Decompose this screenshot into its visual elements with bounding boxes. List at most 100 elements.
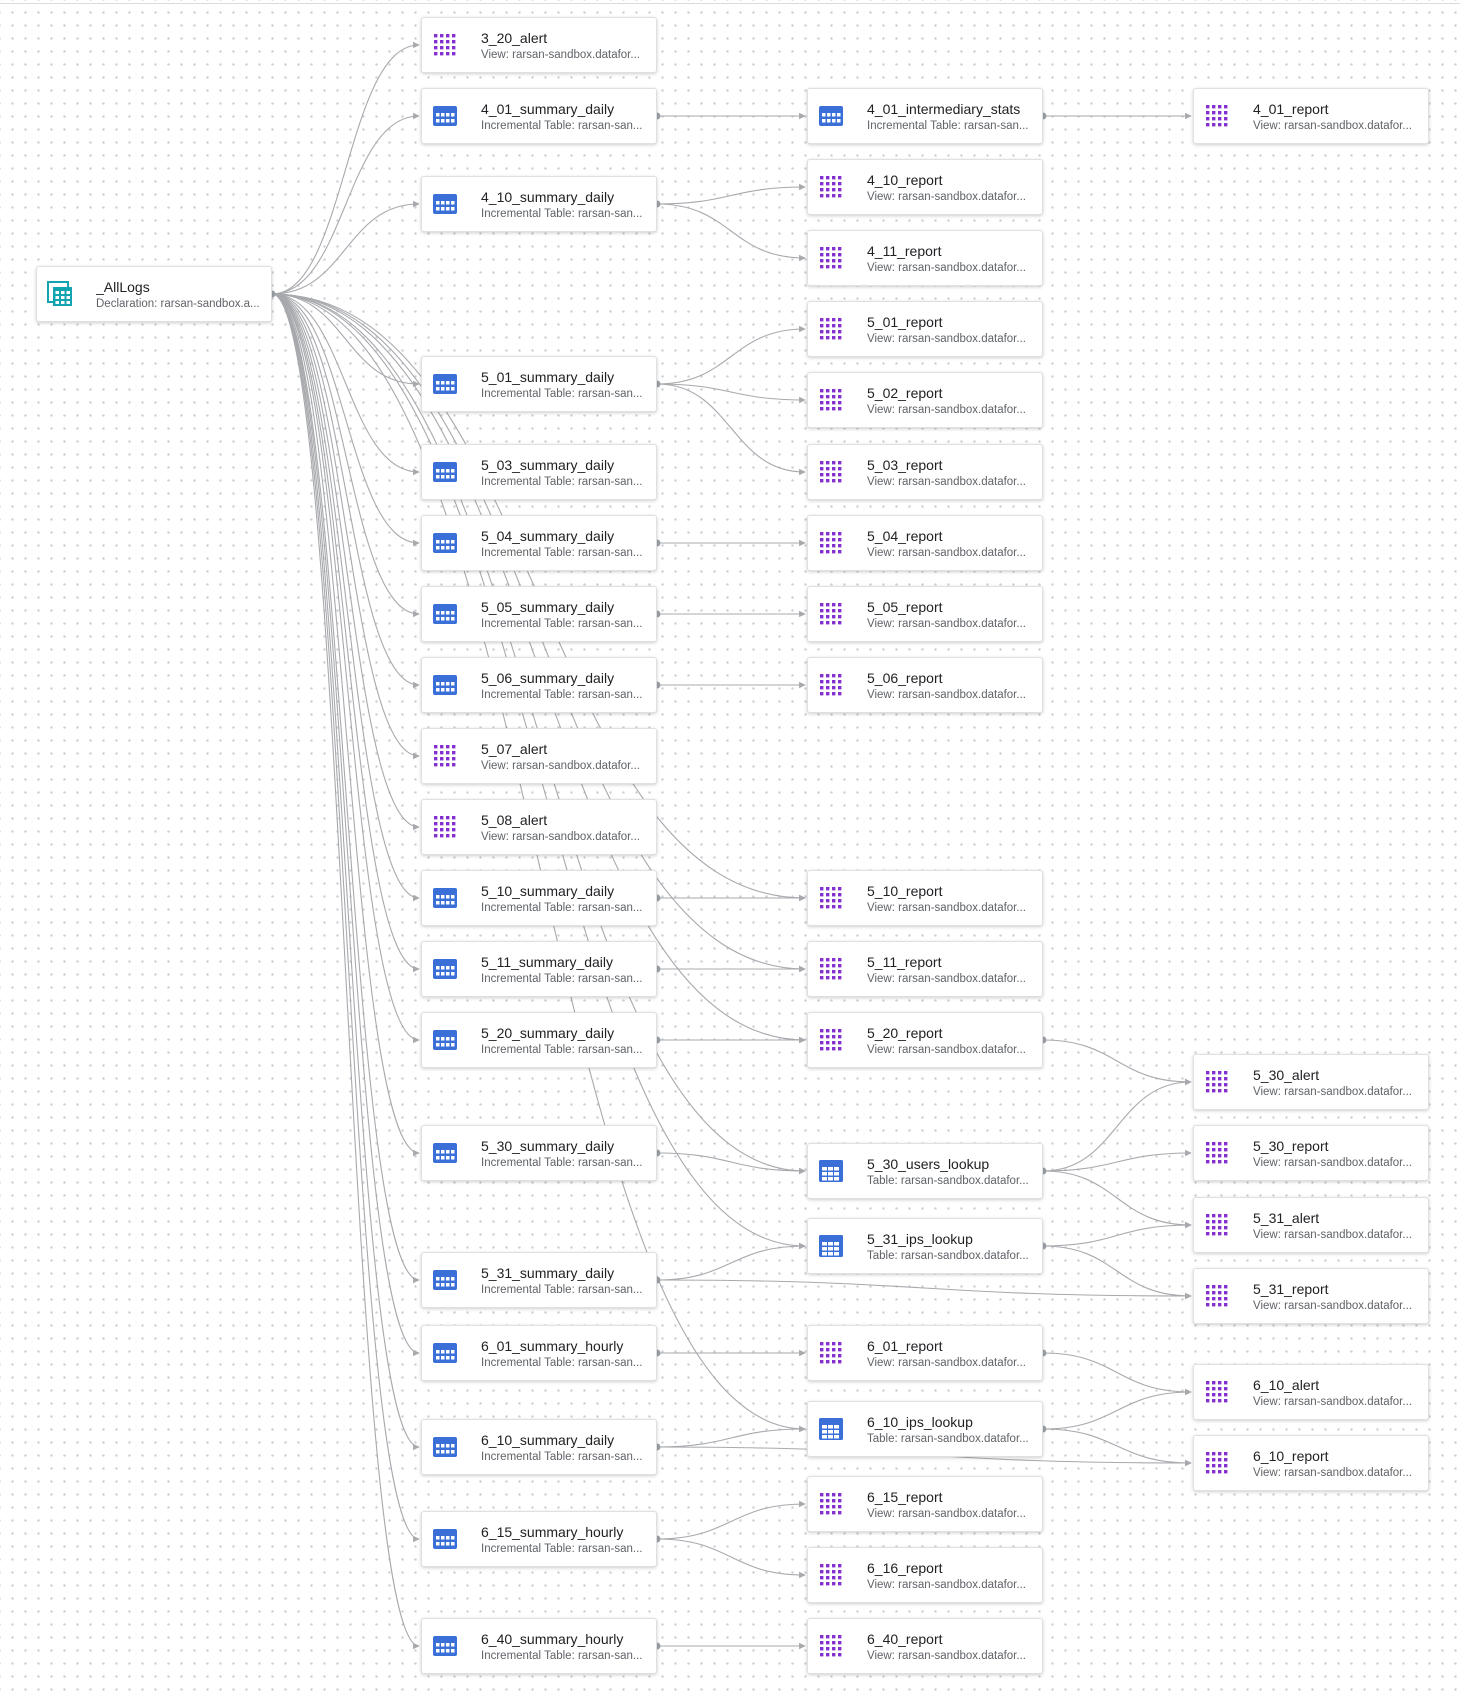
view-icon	[817, 671, 845, 699]
node-subtitle: Table: rarsan-sandbox.datafor...	[867, 1250, 1029, 1262]
edge-alllogs-to-5_31_summary_daily	[271, 293, 420, 1284]
edge-6_10_ips_lookup-to-6_10_alert	[1042, 1388, 1192, 1430]
node-title: 5_08_alert	[481, 812, 548, 828]
edge-6_10_summary_daily-to-6_10_ips_lookup	[656, 1425, 806, 1448]
edge-alllogs-to-4_01_summary_daily	[271, 112, 420, 295]
node-title: 5_06_report	[867, 670, 943, 686]
node-title: 6_40_summary_hourly	[481, 1631, 624, 1647]
node-subtitle: View: rarsan-sandbox.datafor...	[867, 1044, 1026, 1056]
node-title: 5_30_report	[1253, 1138, 1329, 1154]
node-title: 5_11_summary_daily	[481, 954, 614, 970]
view-icon	[817, 458, 845, 486]
node-title: 4_10_report	[867, 172, 943, 188]
node-subtitle: Incremental Table: rarsan-san...	[481, 618, 643, 630]
view-icon	[817, 173, 845, 201]
node-title: 5_05_summary_daily	[481, 599, 615, 615]
view-icon	[817, 600, 845, 628]
incremental-table-icon	[431, 671, 459, 699]
view-icon	[817, 315, 845, 343]
edge-5_31_ips_lookup-to-5_31_report	[1042, 1245, 1192, 1300]
node-subtitle: Incremental Table: rarsan-san...	[481, 973, 643, 985]
node-title: 5_01_summary_daily	[481, 369, 615, 385]
node-subtitle: View: rarsan-sandbox.datafor...	[867, 1357, 1026, 1369]
node-subtitle: View: rarsan-sandbox.datafor...	[867, 404, 1026, 416]
view-icon	[817, 1561, 845, 1589]
node-title: 5_03_report	[867, 457, 943, 473]
edge-alllogs-to-4_10_summary_daily	[271, 200, 420, 295]
edge-alllogs-to-3_20_alert	[271, 41, 420, 295]
incremental-table-icon	[431, 190, 459, 218]
view-icon	[817, 244, 845, 272]
view-icon	[817, 529, 845, 557]
node-title: 3_20_alert	[481, 30, 548, 46]
edge-alllogs-to-5_04_summary_daily	[271, 293, 420, 547]
node-subtitle: View: rarsan-sandbox.datafor...	[867, 476, 1026, 488]
node-subtitle: Incremental Table: rarsan-san...	[481, 1451, 643, 1463]
edge-5_01_summary_daily-to-5_03_report	[656, 383, 806, 476]
edge-alllogs-to-5_07_alert	[271, 293, 420, 760]
node-subtitle: Incremental Table: rarsan-san...	[481, 388, 643, 400]
view-icon	[1203, 1211, 1231, 1239]
edge-6_15_summary_hourly-to-6_15_report	[656, 1500, 806, 1540]
node-subtitle: Incremental Table: rarsan-san...	[481, 689, 643, 701]
canvas-top-border	[0, 3, 1460, 4]
node-title: 5_20_summary_daily	[481, 1025, 615, 1041]
node-title: 5_31_ips_lookup	[867, 1231, 973, 1247]
view-icon	[817, 386, 845, 414]
edge-5_31_summary_daily-to-5_31_report	[656, 1279, 1192, 1300]
node-title: 5_31_alert	[1253, 1210, 1320, 1226]
declaration-icon	[46, 280, 74, 308]
edge-5_31_summary_daily-to-5_31_ips_lookup	[656, 1242, 806, 1281]
view-icon	[817, 884, 845, 912]
node-subtitle: Incremental Table: rarsan-san...	[481, 547, 643, 559]
edge-alllogs-to-5_30_summary_daily	[271, 293, 420, 1157]
node-subtitle: View: rarsan-sandbox.datafor...	[867, 1579, 1026, 1591]
